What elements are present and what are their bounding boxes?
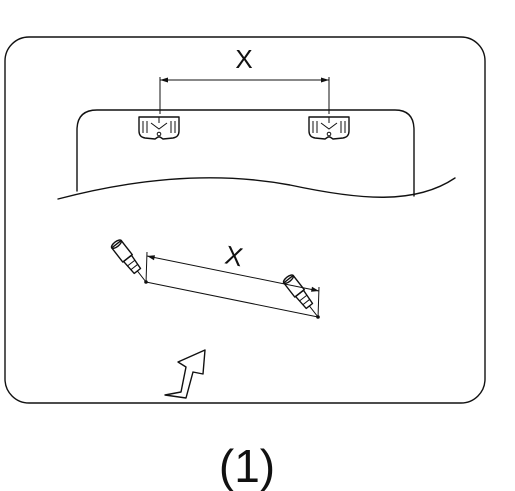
cut-line: [57, 177, 456, 200]
wall-bracket-icon: [138, 116, 180, 140]
wall-bracket-icon: [308, 116, 350, 140]
lower-dimension-label: X: [223, 240, 246, 273]
figure-caption: (1): [219, 440, 275, 491]
lower-dimension: X: [144, 240, 320, 319]
wall-anchor-screw-icon: [110, 239, 147, 283]
diagram-frame: [4, 36, 486, 404]
appliance-outline: [76, 109, 415, 197]
upper-dimension-label: X: [235, 44, 252, 74]
upper-dimension: X: [159, 44, 330, 114]
insert-direction-arrow-icon: [164, 349, 206, 399]
wall-anchor-screw-icon: [282, 274, 319, 318]
